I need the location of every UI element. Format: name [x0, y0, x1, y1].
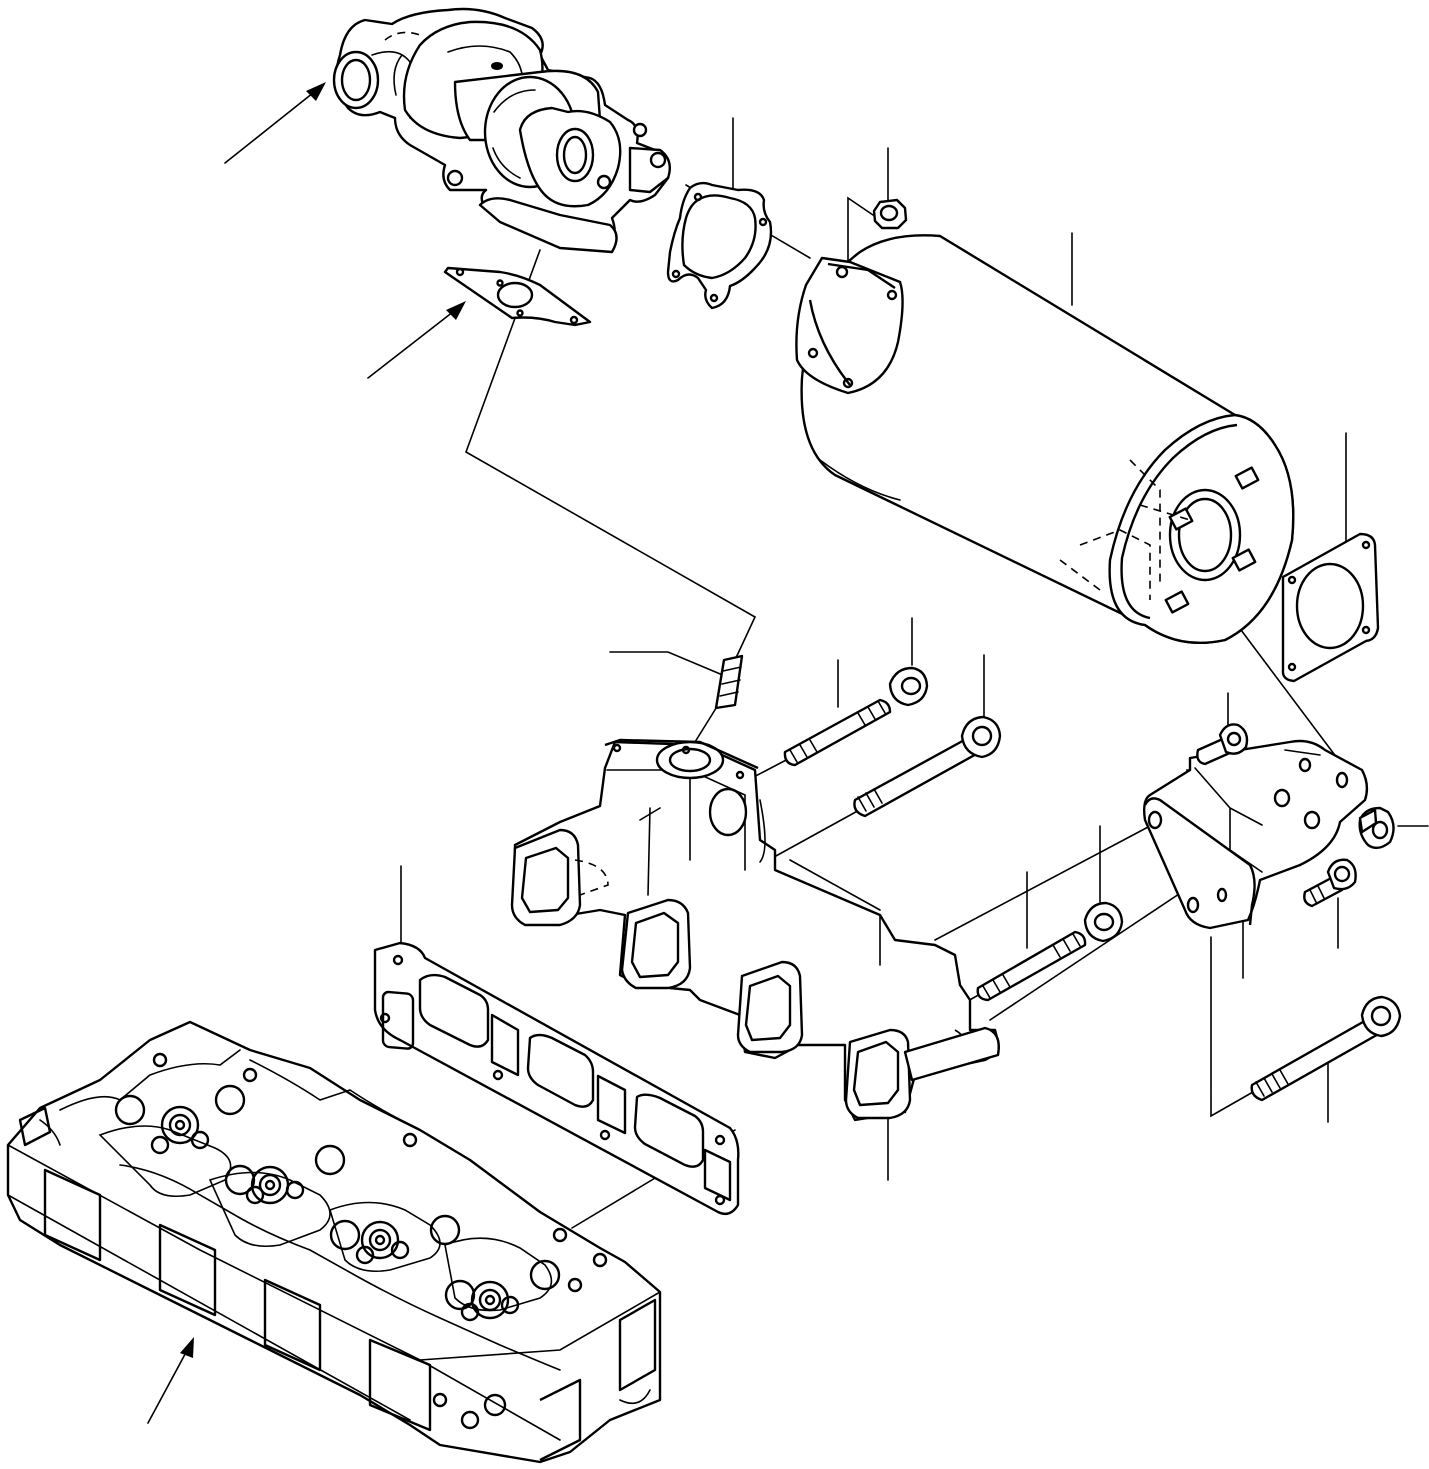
- plug-icon: [1358, 806, 1395, 850]
- nut-icon: [872, 198, 908, 230]
- pin-icon: [714, 654, 744, 710]
- nut-icon: [888, 666, 929, 707]
- stud-icon: [783, 698, 892, 767]
- gasket-icon: [666, 181, 773, 310]
- cylinder-head-icon: [6, 1020, 662, 1464]
- bracket-icon: [1142, 739, 1369, 930]
- bolt-icon: [1303, 858, 1357, 908]
- stud-icon: [976, 930, 1087, 1002]
- gasket-icon: [373, 941, 740, 1216]
- turbocharger-icon: [332, 7, 671, 254]
- bolt-icon: [1196, 723, 1249, 766]
- gasket-icon: [443, 266, 592, 327]
- nut-icon: [1083, 901, 1124, 943]
- manifold-icon: [510, 738, 1000, 1122]
- bolt-icon: [1250, 995, 1402, 1102]
- gasket-icon: [1281, 532, 1380, 683]
- muffler-icon: [795, 234, 1295, 645]
- bolt-icon: [853, 715, 1002, 818]
- leader-lines: [147, 82, 1429, 1424]
